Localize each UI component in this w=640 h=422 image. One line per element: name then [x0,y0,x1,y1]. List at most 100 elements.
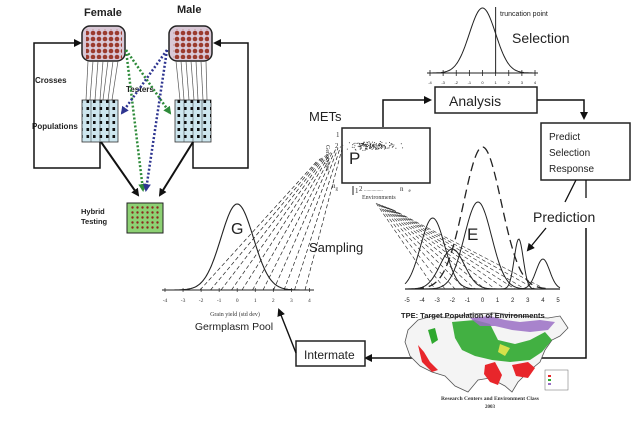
p-scatter-point [360,146,362,147]
y-tick-1: 1 [336,131,340,139]
female-population-to-hybrid-arrow [100,141,140,197]
p-scatter-point [353,143,355,145]
p-scatter-point [362,149,364,151]
p-scatter-point [371,145,373,147]
female-parent-pool [81,25,126,62]
p-scatter-point [379,144,381,146]
populations-label: Populations [32,122,78,131]
p-scatter-point [365,144,367,146]
intermate-box: Intermate [295,340,366,367]
selection-normal-curve [430,7,535,74]
p-scatter-point [365,143,367,145]
predict-response-box: Predict Selection Response [540,122,631,181]
selection-tick-label: 4 [534,80,537,85]
map-legend-red [548,375,551,377]
male-population-to-hybrid-arrow [158,141,194,197]
e-sampling-dash [378,203,456,290]
hybrid-testing-grid [126,202,164,234]
p-scatter-point [367,145,369,146]
e-tick-label: 0 [481,298,485,304]
p-scatter-point [375,143,377,145]
p-scatter-point [381,141,383,143]
selection-title: Selection [512,30,570,46]
g-sampling-dashes [199,144,344,291]
testers-label: Testers [126,85,154,94]
g-label: G [231,221,243,238]
p-scatter-point [375,148,377,150]
e-sampling-dash [390,208,536,290]
p-scatter-point [360,144,362,146]
male-population-grid [174,99,212,143]
p-scatter-point [381,146,383,148]
p-scatter-point [389,145,390,147]
g-tick-label: -2 [199,298,204,304]
e-tick-label: -3 [435,298,441,304]
g-tick-label: -3 [181,298,186,304]
p-scatter-point [379,147,381,149]
selection-tick-label: 1 [495,80,498,85]
male-tester-arrow-cross [120,49,169,115]
e-tick-label: 3 [526,298,530,304]
p-scatter-point [383,145,385,147]
analysis-label: Analysis [449,93,501,109]
y-tick-n: ng [332,182,339,192]
g-sampling-dash [241,153,329,291]
p-scatter-point [378,143,380,145]
p-scatter-point [366,147,368,149]
truncation-label: truncation point [500,11,548,18]
g-tick-label: -1 [217,298,222,304]
p-scatter-point [359,143,361,145]
female-tester-arrow-hybrid [124,49,147,192]
p-scatter-point [370,145,372,147]
e-label: E [467,225,478,244]
p-scatter-point [387,147,389,149]
p-scatter-cloud [346,141,404,151]
p-scatter-point [385,146,387,148]
intermate-to-germplasm-arrow [277,308,297,354]
p-scatter-point [367,143,369,145]
p-scatter-point [363,145,365,147]
p-scatter-point [376,146,378,148]
p-scatter-point [359,144,360,146]
p-scatter-point [368,142,370,144]
male-label: Male [177,4,201,16]
p-scatter-point [351,146,353,148]
g-sampling-dash [199,159,319,291]
p-label: P [349,149,360,168]
g-tick-label: 3 [290,298,293,304]
p-scatter-point [372,146,374,147]
e-sampling-dashes [375,202,546,290]
prediction-arrow-top [564,179,577,203]
g-sampling-dash [252,152,331,291]
mets-to-analysis-arrow [382,96,432,127]
p-scatter-point [369,145,371,147]
p-scatter-point [366,145,367,147]
e-tick-label: -2 [450,298,456,304]
map-purple-region [470,316,555,332]
g-sampling-dash [210,158,321,291]
p-scatter-point [362,144,364,146]
g-tick-label: -4 [163,298,168,304]
p-scatter-point [354,142,356,144]
map-legend-green [548,379,551,381]
p-scatter-point [354,145,356,147]
map-green-region-west [428,328,438,344]
g-tick-label: 1 [254,298,257,304]
g-sampling-dash [304,144,344,291]
selection-tick-label: 0 [481,80,484,85]
p-scatter-point [362,143,363,144]
p-scatter-point [366,141,368,143]
predict-line1: Predict [549,132,580,143]
p-scatter-point [371,148,373,150]
p-scatter-point [375,147,377,149]
p-scatter-point [378,145,380,147]
p-scatter-point [376,148,378,150]
p-scatter-point [392,146,394,148]
selection-tick-label: 2 [508,80,511,85]
p-scatter-point [374,146,376,148]
p-scatter-point [358,142,360,144]
e-sampling-dash [384,206,496,290]
male-cross-lines [175,60,208,101]
